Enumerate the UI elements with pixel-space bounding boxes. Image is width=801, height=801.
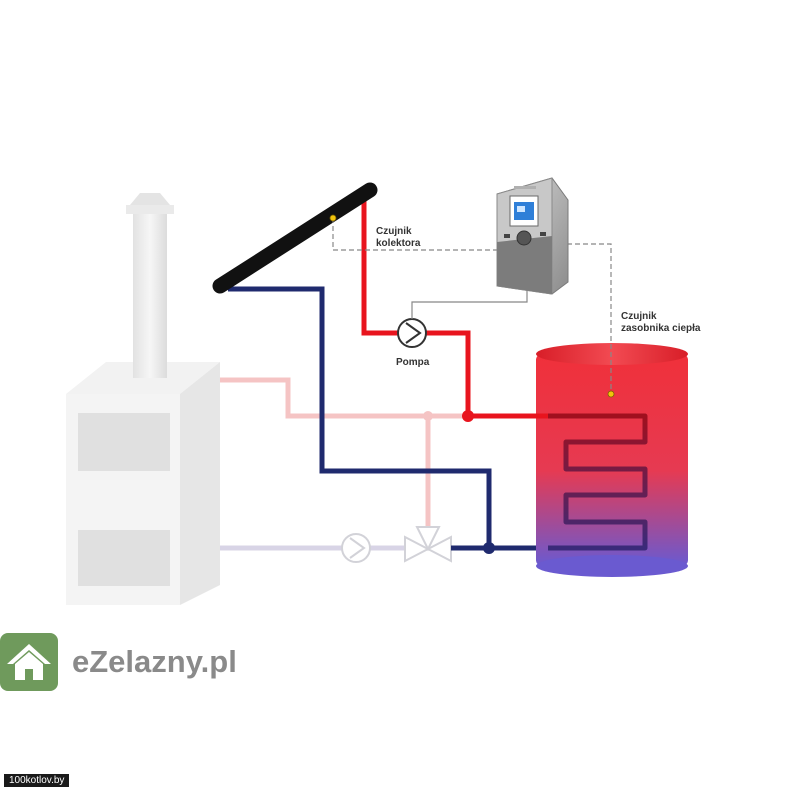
logo: eZelazny.pl [58, 633, 237, 691]
controller [496, 177, 569, 295]
cold-pipe-junction [483, 542, 495, 554]
solar-collector [212, 182, 378, 294]
boiler-door-bottom [78, 530, 170, 586]
heat-exchanger-coil [548, 413, 648, 551]
collector-sensor-label: Czujnik kolektora [376, 226, 421, 249]
tank-sensor [607, 390, 615, 398]
hot-pipe-junction [462, 410, 474, 422]
chimney [126, 193, 174, 378]
sensor-wires [332, 218, 612, 394]
hot-pipe [361, 198, 548, 419]
watermark: 100kotlov.by [4, 774, 70, 787]
pump-wire [411, 290, 528, 319]
storage-tank [536, 343, 688, 577]
pump-label: Pompa [396, 357, 430, 368]
collector-sensor [329, 214, 337, 222]
boiler-pump [341, 533, 371, 563]
controller-knob [516, 230, 532, 246]
boiler-door-top [78, 413, 170, 471]
three-way-valve [404, 526, 452, 563]
boiler [66, 362, 220, 605]
pump [397, 318, 427, 348]
logo-text: eZelazny.pl [72, 644, 237, 679]
tank-sensor-label: Czujnik zasobnika ciepła [621, 311, 701, 334]
boiler-hot-pipes [220, 377, 470, 530]
house-icon [0, 633, 58, 691]
cold-pipe [228, 286, 548, 551]
